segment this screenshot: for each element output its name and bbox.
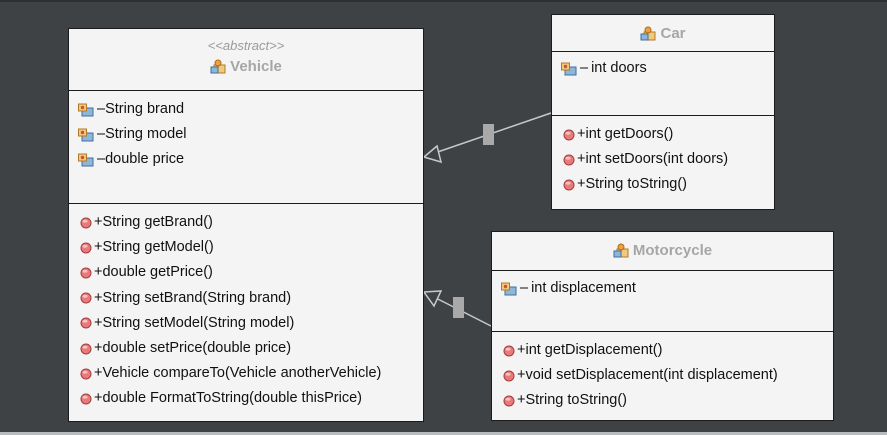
method-icon: [80, 317, 92, 329]
vehicle-class-box[interactable]: <<abstract>> Vehicle –String brand –Stri…: [68, 28, 424, 422]
attribute-text: String brand: [105, 101, 185, 117]
method-icon: [503, 345, 515, 357]
visibility-marker: –: [97, 101, 106, 117]
car-attributes-compartment: –int doors: [552, 51, 774, 115]
method-text: +String getModel(): [94, 239, 214, 256]
field-icon: [78, 153, 94, 167]
method-text: +int setDoors(int doors): [577, 151, 729, 168]
attribute-text: String model: [105, 126, 187, 143]
attribute-row[interactable]: –int displacement: [492, 276, 833, 301]
motorcycle-attributes-compartment: –int displacement: [492, 270, 833, 331]
method-row[interactable]: +String toString(): [492, 388, 833, 413]
vehicle-name-compartment: <<abstract>> Vehicle: [69, 29, 423, 90]
visibility-marker: –: [580, 60, 589, 76]
method-text: +String setBrand(String brand): [94, 289, 292, 306]
method-row[interactable]: +int getDoors(): [552, 122, 774, 147]
motorcycle-generalization-arrowhead: [422, 290, 443, 308]
visibility-marker: –: [97, 151, 106, 168]
method-text: +int getDisplacement(): [517, 342, 663, 358]
field-icon: [561, 62, 577, 76]
motorcycle-title: Motorcycle: [492, 242, 833, 259]
attribute-text: double price: [105, 151, 185, 168]
vehicle-class-name: Vehicle: [230, 58, 282, 75]
visibility-marker: –: [520, 280, 529, 296]
car-name-compartment: Car: [552, 15, 774, 51]
method-icon: [80, 242, 92, 254]
method-icon: [80, 343, 92, 355]
attribute-text: int doors: [591, 60, 647, 76]
method-row[interactable]: +Vehicle compareTo(Vehicle anotherVehicl…: [69, 361, 423, 386]
method-row[interactable]: +int setDoors(int doors): [552, 147, 774, 172]
car-class-box[interactable]: Car –int doors +int getDoors() +int setD…: [551, 14, 775, 210]
method-text: +String setModel(String model): [94, 314, 295, 331]
class-icon: [613, 243, 629, 258]
attribute-row[interactable]: –int doors: [552, 56, 774, 81]
method-row[interactable]: +String setBrand(String brand): [69, 286, 423, 311]
class-icon: [210, 59, 226, 74]
attribute-row[interactable]: –String brand: [69, 97, 423, 122]
method-icon: [563, 154, 575, 166]
vehicle-title: Vehicle: [69, 58, 423, 75]
method-row[interactable]: +double getPrice(): [69, 260, 423, 285]
attribute-row[interactable]: –String model: [69, 122, 423, 147]
method-text: +double setPrice(double price): [94, 339, 292, 356]
method-text: +double getPrice(): [94, 264, 213, 281]
class-icon: [640, 26, 656, 41]
method-text: +String toString(): [517, 392, 628, 409]
attribute-text: int displacement: [531, 280, 636, 296]
method-icon: [80, 217, 92, 229]
vehicle-attributes-compartment: –String brand –String model –double pric…: [69, 90, 423, 203]
method-text: +String toString(): [577, 176, 688, 193]
vehicle-stereotype: <<abstract>>: [207, 38, 285, 53]
method-icon: [563, 179, 575, 191]
motorcycle-link-handle[interactable]: [453, 297, 464, 318]
method-text: +int getDoors(): [577, 126, 674, 142]
method-row[interactable]: +int getDisplacement(): [492, 338, 833, 363]
method-row[interactable]: +String getModel(): [69, 235, 423, 260]
vehicle-methods-compartment: +String getBrand() +String getModel() +d…: [69, 203, 423, 412]
method-icon: [563, 129, 575, 141]
bottom-scrollbar-edge: [0, 432, 887, 435]
car-link-handle[interactable]: [483, 124, 494, 145]
method-row[interactable]: +double FormatToString(double thisPrice): [69, 386, 423, 411]
attribute-row[interactable]: –double price: [69, 147, 423, 172]
car-class-name: Car: [660, 25, 686, 42]
method-icon: [80, 368, 92, 380]
method-icon: [80, 393, 92, 405]
method-icon: [503, 395, 515, 407]
field-icon: [78, 103, 94, 117]
car-title: Car: [552, 25, 774, 42]
method-row[interactable]: +String getBrand(): [69, 210, 423, 235]
method-icon: [80, 267, 92, 279]
car-methods-compartment: +int getDoors() +int setDoors(int doors)…: [552, 115, 774, 198]
method-row[interactable]: +String setModel(String model): [69, 311, 423, 336]
car-generalization-arrowhead: [422, 144, 443, 164]
method-row[interactable]: +double setPrice(double price): [69, 336, 423, 361]
method-text: +void setDisplacement(int displacement): [517, 367, 778, 384]
top-edge: [0, 0, 887, 2]
field-icon: [78, 128, 94, 142]
method-row[interactable]: +void setDisplacement(int displacement): [492, 363, 833, 388]
motorcycle-class-box[interactable]: Motorcycle –int displacement +int getDis…: [491, 231, 834, 421]
method-text: +Vehicle compareTo(Vehicle anotherVehicl…: [94, 365, 382, 382]
visibility-marker: –: [97, 126, 106, 143]
field-icon: [501, 282, 517, 296]
motorcycle-name-compartment: Motorcycle: [492, 232, 833, 270]
method-text: +String getBrand(): [94, 214, 213, 230]
method-icon: [503, 370, 515, 382]
method-row[interactable]: +String toString(): [552, 172, 774, 197]
motorcycle-methods-compartment: +int getDisplacement() +void setDisplace…: [492, 331, 833, 414]
method-icon: [80, 292, 92, 304]
method-text: +double FormatToString(double thisPrice): [94, 390, 362, 407]
motorcycle-class-name: Motorcycle: [632, 242, 713, 259]
